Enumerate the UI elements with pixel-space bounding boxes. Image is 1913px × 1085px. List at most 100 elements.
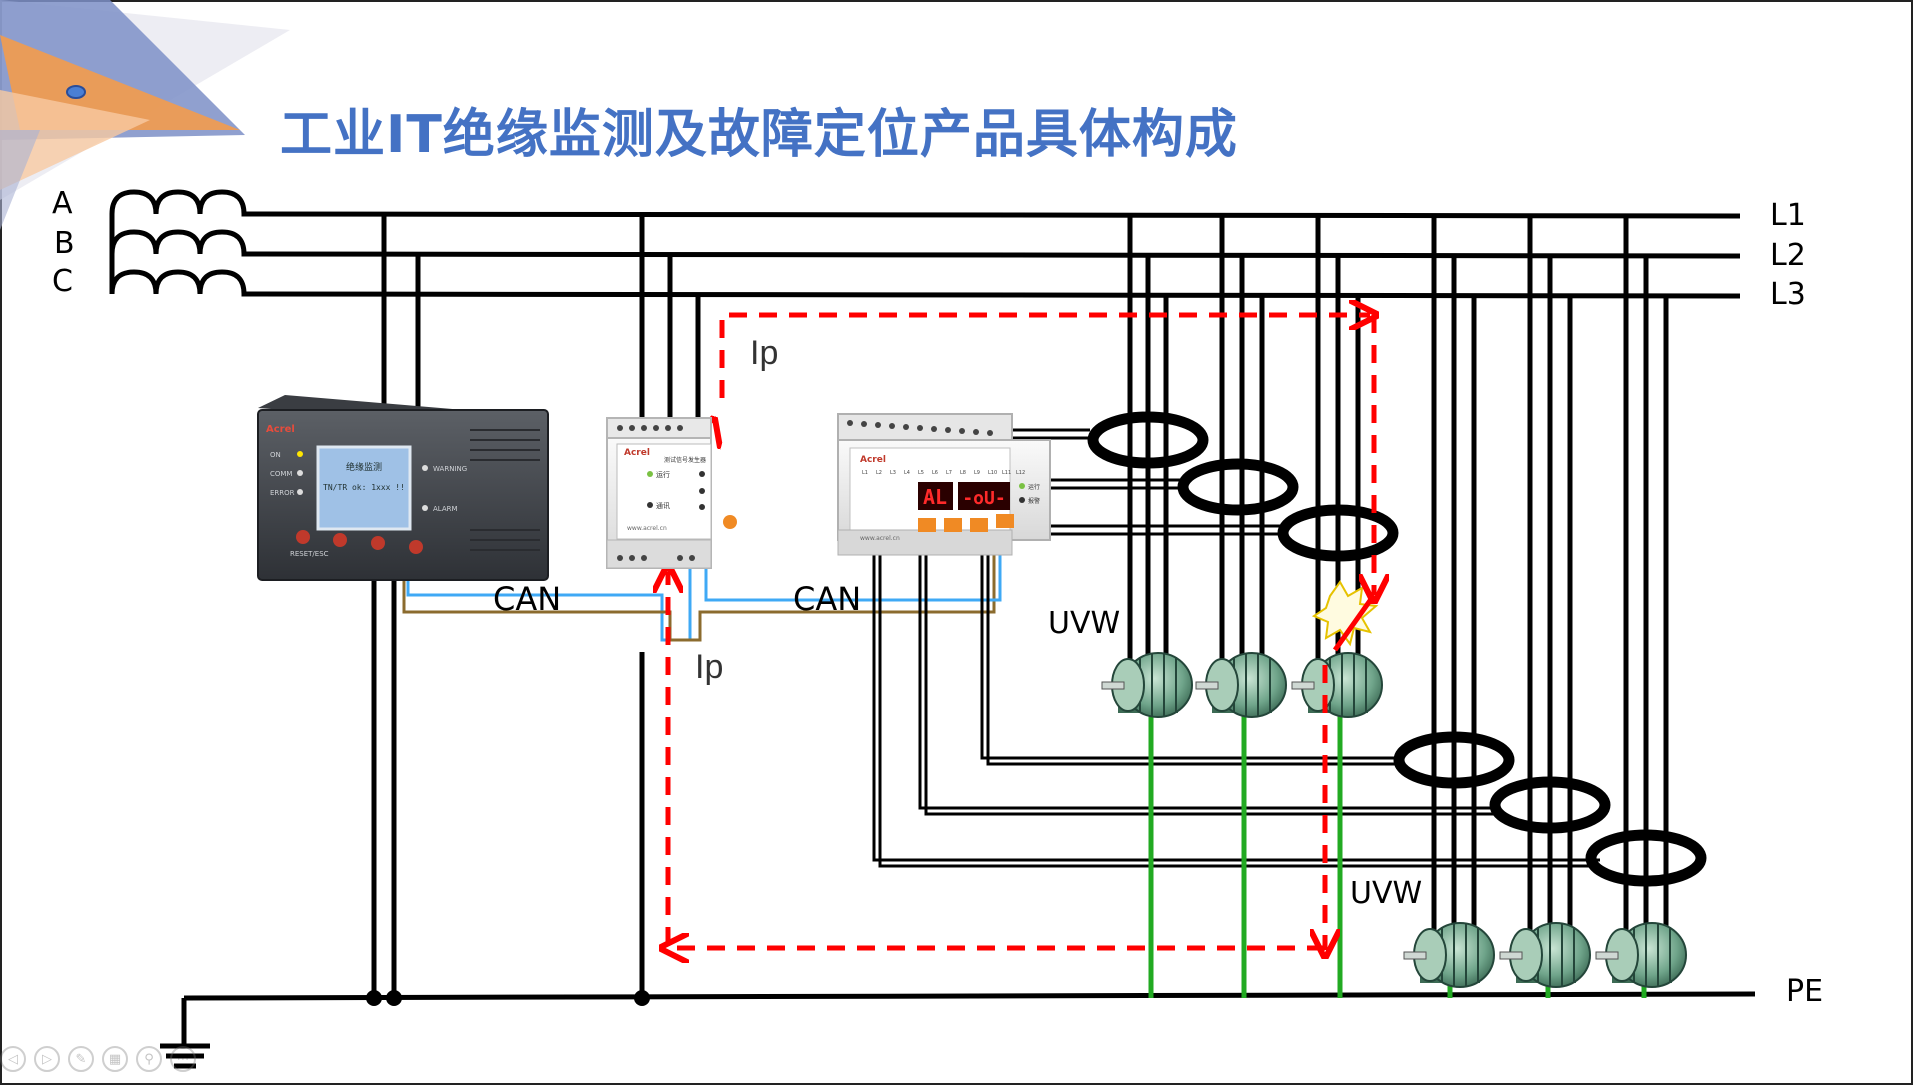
monitor-led — [422, 465, 428, 471]
motor-icon — [1291, 652, 1383, 718]
slideshow-control-icon[interactable]: ⋯ — [170, 1046, 196, 1072]
ct-ring-1 — [1087, 411, 1209, 469]
monitor-led — [297, 489, 303, 495]
monitor-led-label: ERROR — [270, 489, 295, 497]
generator-led — [647, 471, 653, 477]
phase-label-a: A — [52, 186, 73, 221]
locator-channel-label: L10 — [988, 470, 997, 476]
locator-channel-label: L1 — [862, 470, 868, 476]
locator-display-right-text: -oU- — [962, 488, 1005, 509]
generator-led-label: 通讯 — [656, 501, 670, 510]
ct-ring-6 — [1585, 829, 1707, 887]
junction-dot — [366, 990, 382, 1006]
line-label-l1: L1 — [1770, 198, 1806, 233]
locator-channel-label: L5 — [918, 470, 924, 476]
monitor-screen-line1: 绝缘监测 — [346, 461, 382, 473]
locator-status-label: 运行 — [1028, 483, 1040, 491]
locator-channel-label: L3 — [890, 470, 896, 476]
monitor-button[interactable] — [333, 533, 347, 547]
monitor-button[interactable] — [409, 540, 423, 554]
locator-channel-label: L8 — [960, 470, 966, 476]
slideshow-control-icon[interactable]: ▦ — [102, 1046, 128, 1072]
monitor-right-label: WARNING — [433, 465, 467, 473]
monitor-led-label: COMM — [270, 470, 292, 478]
phase-bus — [251, 211, 1741, 299]
locator-display-left-text: AL — [923, 485, 947, 509]
motor-icon — [1101, 652, 1193, 718]
ct-ring-5 — [1489, 776, 1611, 834]
locator-display-right — [958, 482, 1010, 510]
slideshow-toolbar: ◁ ▷ ✎ ▦ ⚲ ⋯ — [0, 1046, 196, 1078]
slideshow-control-icon[interactable]: ▷ — [34, 1046, 60, 1072]
ct-ring-2 — [1177, 458, 1299, 516]
generator-name: 测试信号发生器 — [664, 456, 706, 464]
signal-generator-device — [606, 417, 712, 569]
locator-channel-label: L7 — [946, 470, 952, 476]
locator-channel-label: L2 — [876, 470, 882, 476]
slideshow-control-icon[interactable]: ⚲ — [136, 1046, 162, 1072]
locator-channel-label: L12 — [1016, 470, 1025, 476]
monitor-wiring — [371, 214, 421, 998]
insulation-monitor-device — [257, 395, 549, 581]
motor-group-label-lower: UVW — [1350, 876, 1423, 911]
can-bus — [402, 552, 1002, 642]
locator-brand: Acrel — [860, 455, 886, 465]
can-label-left: CAN — [493, 580, 562, 618]
locator-channel-label: L11 — [1002, 470, 1011, 476]
locator-channel-label: L6 — [932, 470, 938, 476]
locator-display-left — [918, 482, 953, 510]
motor-icon — [1195, 652, 1287, 718]
motor-icon — [1499, 922, 1591, 988]
line-label-l3: L3 — [1770, 277, 1806, 312]
ct-ring-4 — [1393, 731, 1515, 789]
monitor-right-label: ALARM — [433, 505, 458, 513]
locator-lower-wiring — [872, 428, 1600, 868]
motor-group-label-upper: UVW — [1048, 606, 1121, 641]
corner-decoration — [0, 0, 290, 230]
fault-locator-device — [837, 413, 1051, 556]
monitor-button[interactable] — [296, 530, 310, 544]
monitor-button-label: RESET/ESC — [290, 550, 329, 558]
page-title: 工业IT绝缘监测及故障定位产品具体构成 — [280, 105, 1238, 165]
can-label-right: CAN — [793, 580, 862, 618]
phase-label-c: C — [52, 264, 73, 299]
locator-channel-label: L4 — [904, 470, 910, 476]
monitor-button[interactable] — [371, 536, 385, 550]
monitor-led — [422, 505, 428, 511]
locator-website: www.acrel.cn — [860, 535, 900, 542]
ip-label-top: Ip — [750, 334, 779, 372]
monitor-led-label: ON — [270, 451, 281, 459]
ground-wires — [1148, 715, 1647, 998]
generator-led-label: 运行 — [656, 470, 670, 479]
motor-icon — [1595, 922, 1687, 988]
generator-brand: Acrel — [624, 448, 650, 458]
monitor-led — [297, 451, 303, 457]
phase-label-b: B — [54, 226, 75, 261]
junction-dot — [386, 990, 402, 1006]
monitor-brand: Acrel — [266, 424, 295, 435]
generator-led — [699, 488, 705, 494]
upper-feeders — [1127, 216, 1361, 675]
generator-led — [699, 471, 705, 477]
generator-wiring — [639, 214, 701, 998]
current-transformers — [1087, 411, 1707, 887]
generator-website: www.acrel.cn — [627, 525, 667, 532]
motors — [1101, 652, 1687, 988]
locator-status-label: 报警 — [1028, 497, 1040, 505]
motor-icon — [1403, 922, 1495, 988]
bus-l2 — [251, 251, 1741, 259]
pe-bus — [160, 991, 1756, 1069]
monitor-screen-line2: TN/TR ok: 1xxx !! — [323, 483, 405, 492]
ip-label-bottom: Ip — [695, 648, 724, 686]
bus-l3 — [251, 291, 1741, 299]
slideshow-control-icon[interactable]: ◁ — [0, 1046, 26, 1072]
generator-start-button[interactable] — [723, 515, 737, 529]
monitor-led — [297, 470, 303, 476]
ct-ring-3 — [1277, 504, 1399, 562]
slideshow-control-icon[interactable]: ✎ — [68, 1046, 94, 1072]
line-label-l2: L2 — [1770, 238, 1806, 273]
line-label-pe: PE — [1786, 974, 1824, 1009]
